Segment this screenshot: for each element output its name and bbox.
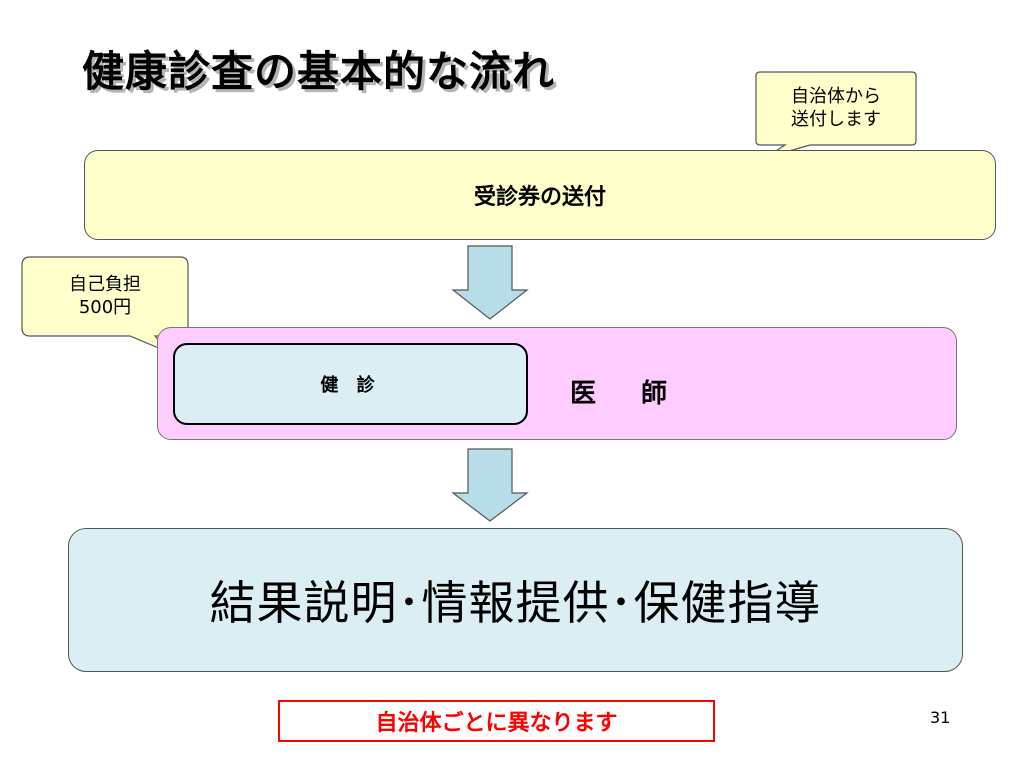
note-box: 自治体ごとに異なります bbox=[278, 700, 715, 742]
step-checkup-label: 健 診 bbox=[320, 375, 381, 396]
note-label: 自治体ごとに異なります bbox=[375, 711, 618, 736]
step-checkup-box: 健 診 bbox=[173, 343, 528, 425]
callout-copay-line2: 500円 bbox=[78, 296, 132, 318]
callout-municipality-line1: 自治体から bbox=[791, 86, 881, 107]
step-result-box: 結果説明･情報提供･保健指導 bbox=[68, 528, 963, 672]
step-ticket-box: 受診券の送付 bbox=[84, 150, 996, 240]
callout-municipality: 自治体から 送付します bbox=[756, 72, 916, 145]
page-title: 健康診査の基本的な流れ bbox=[82, 47, 556, 96]
down-arrow-icon bbox=[451, 448, 529, 522]
step-result-label: 結果説明･情報提供･保健指導 bbox=[209, 576, 822, 630]
down-arrow-icon bbox=[451, 245, 529, 320]
step-doctor-label: 医 師 bbox=[570, 379, 686, 409]
step-ticket-label: 受診券の送付 bbox=[473, 185, 606, 210]
callout-copay-line1: 自己負担 bbox=[69, 274, 141, 295]
callout-copay: 自己負担 500円 bbox=[22, 257, 188, 336]
page-number: 31 bbox=[930, 708, 951, 727]
callout-municipality-line2: 送付します bbox=[791, 108, 881, 130]
